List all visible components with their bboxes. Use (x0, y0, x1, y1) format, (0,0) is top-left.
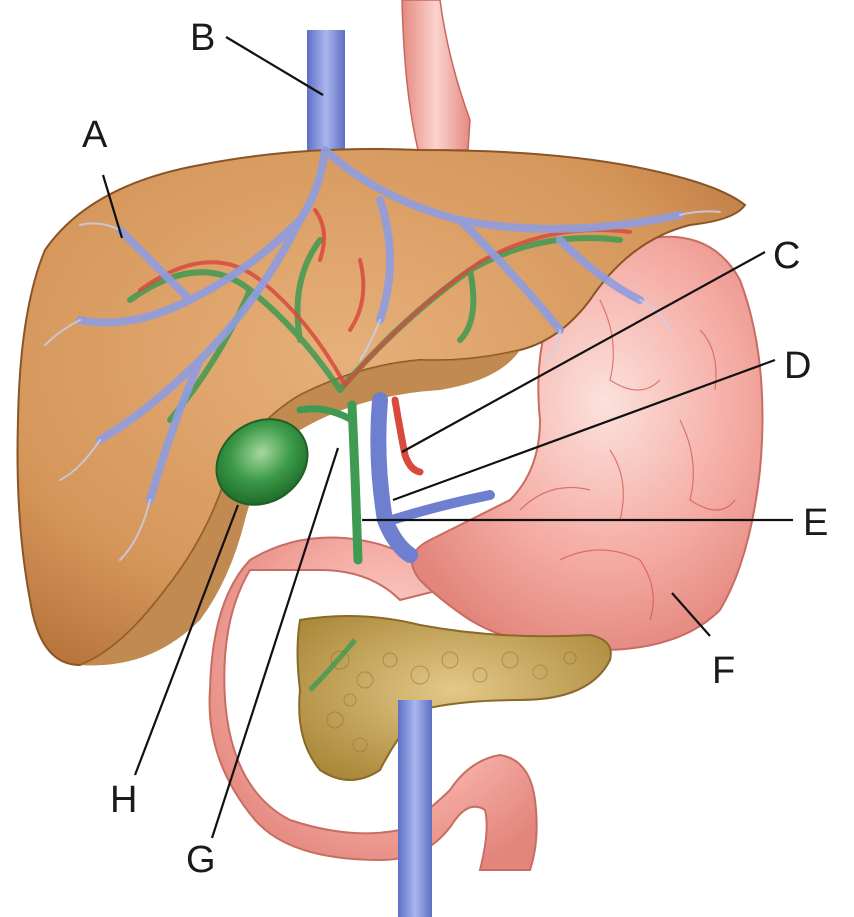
esophagus (402, 0, 470, 150)
inferior-vena-cava-upper (307, 30, 345, 160)
label-b: B (190, 17, 215, 59)
label-c: C (773, 235, 800, 277)
label-e: E (803, 502, 828, 544)
label-f: F (712, 650, 735, 692)
hepatic-artery (395, 400, 420, 472)
inferior-vena-cava-lower (398, 700, 432, 917)
common-bile-duct (352, 405, 358, 560)
label-a: A (82, 114, 108, 156)
label-h: H (110, 779, 137, 821)
label-g: G (186, 839, 216, 881)
portal-vein (378, 400, 410, 555)
label-d: D (784, 345, 811, 387)
